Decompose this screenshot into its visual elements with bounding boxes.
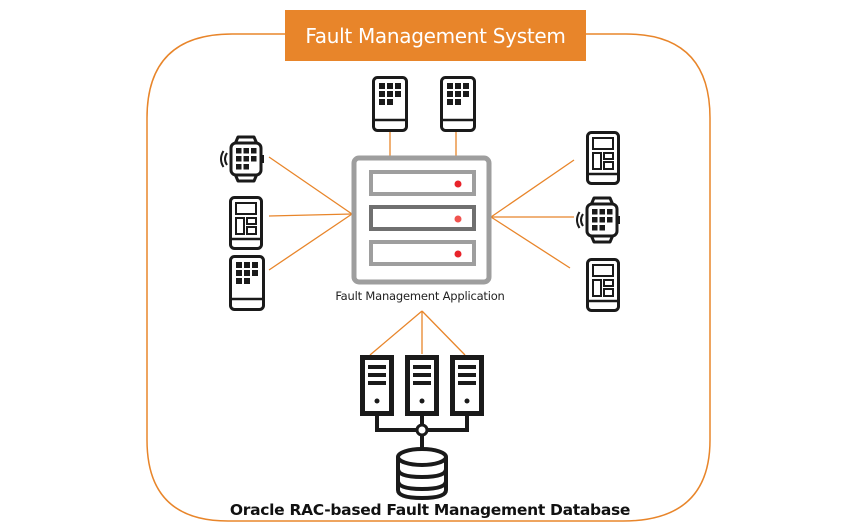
phone-grid-icon [440,76,476,132]
database-label: Oracle RAC-based Fault Management Databa… [229,501,631,519]
tablet-layout-icon [586,131,620,185]
tower-server-icon [453,358,482,414]
tower-server-icon [408,358,437,414]
tablet-layout-icon [229,196,263,250]
phone-grid-icon [229,255,265,311]
connector-right-tablet-bottom [490,216,571,269]
connector-lines [268,131,575,356]
connector-right-tablet-top [490,159,575,218]
server-slot [369,205,476,231]
smartwatch-icon [219,135,266,183]
application-label: Fault Management Application [335,289,505,303]
junction-node-icon [415,423,429,437]
connector-left-tablet [268,213,353,217]
tower-server-icon [363,358,392,414]
connector-left-watch [268,156,353,215]
status-led-icon [454,215,462,223]
connector-left-phone [268,213,353,271]
connector-db-right [421,310,466,356]
system-title: Fault Management System [285,10,586,61]
connector-db-left [369,310,423,356]
status-led-icon [454,250,462,258]
tablet-layout-icon [586,258,620,312]
server-slot [369,170,476,196]
server-rack-icon [351,155,492,285]
phone-grid-icon [372,76,408,132]
system-boundary [146,33,711,522]
smartwatch-icon [575,196,622,244]
status-led-icon [454,180,462,188]
database-cylinder-icon [396,447,448,501]
server-slot [369,240,476,266]
